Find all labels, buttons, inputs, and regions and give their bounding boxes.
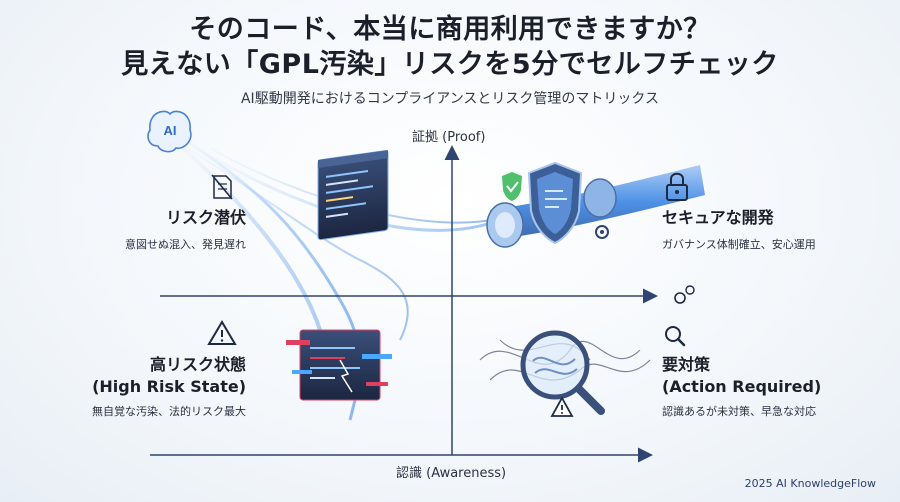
- quadrant-bottom-right-title-line1: 要対策: [662, 355, 711, 374]
- quadrant-top-left-desc: 意図せぬ混入、発見遅れ: [125, 238, 246, 251]
- footer-credit: 2025 AI KnowledgeFlow: [744, 477, 876, 490]
- code-window-top: [317, 150, 389, 241]
- warning-small-icon: [550, 396, 574, 417]
- gear-icon: [595, 225, 609, 239]
- document-icon: [211, 174, 233, 200]
- gears-icon: [674, 285, 695, 304]
- quadrant-bottom-right-title-line2: (Action Required): [662, 377, 822, 396]
- quadrant-top-left-title: リスク潜伏: [165, 208, 246, 227]
- page-title-line1: そのコード、本当に商用利用できますか？: [189, 14, 711, 45]
- page-subtitle: AI駆動開発におけるコンプライアンスとリスク管理のマトリックス: [240, 91, 660, 107]
- y-axis-label: 証拠 (Proof): [412, 130, 486, 145]
- quadrant-bottom-left-desc: 無自覚な汚染、法的リスク最大: [92, 405, 246, 418]
- warning-icon: [207, 320, 237, 345]
- glitch-code-window: [286, 329, 392, 401]
- shield-icon: [527, 161, 583, 245]
- quadrant-bottom-right-title: 要対策 (Action Required): [662, 354, 821, 398]
- quadrant-bottom-right-desc: 認識あるが未対策、早急な対応: [662, 405, 816, 418]
- magnifier-icon: [665, 326, 686, 347]
- x-axis-label: 認識 (Awareness): [396, 466, 507, 481]
- magnifier-graphic: [520, 330, 605, 415]
- check-shield-icon: [502, 172, 522, 201]
- quadrant-bottom-left-title-line2: (High Risk State): [92, 377, 246, 396]
- quadrant-top-right-title: セキュアな開発: [662, 208, 774, 227]
- lock-icon: [666, 172, 688, 201]
- page-title-line2: 見えない「GPL汚染」リスクを5分でセルフチェック: [121, 49, 779, 80]
- title-block: そのコード、本当に商用利用できますか？ 見えない「GPL汚染」リスクを5分でセル…: [0, 12, 900, 108]
- quadrant-top-right-desc: ガバナンス体制確立、安心運用: [662, 238, 816, 251]
- quadrant-bottom-left-title-line1: 高リスク状態: [149, 355, 246, 374]
- ai-badge-label: AI: [164, 123, 177, 138]
- quadrant-bottom-left-title: 高リスク状態 (High Risk State): [92, 354, 246, 398]
- ai-brain-icon: AI: [147, 110, 192, 153]
